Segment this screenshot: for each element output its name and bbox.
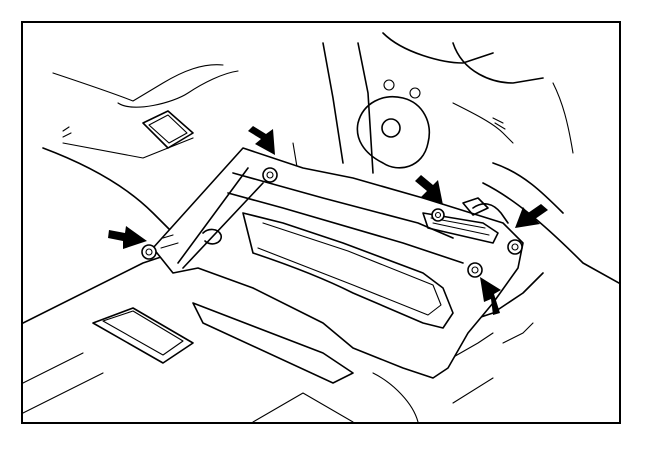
arrow-icon (515, 204, 548, 228)
bolt (467, 262, 483, 278)
pillar-line (382, 32, 544, 84)
body-contour-line (52, 64, 224, 102)
pillar-line (452, 102, 514, 144)
bolt (262, 167, 278, 183)
cover-plate (152, 147, 524, 379)
plate-raised-panel (242, 212, 454, 329)
access-hole-inner (148, 114, 188, 144)
plate-detail (160, 234, 179, 249)
body-contour-line (42, 147, 174, 234)
bracket-line (472, 203, 509, 224)
floor-channel (192, 302, 354, 384)
arrow-icon (415, 175, 443, 205)
bolt-center (434, 211, 442, 219)
floor-line (502, 322, 534, 344)
bolt-center (511, 243, 519, 251)
mount-hole (383, 79, 395, 91)
cover-plate-outline (152, 147, 524, 379)
body-detail (492, 117, 506, 130)
mount-bolt (381, 118, 401, 138)
body-structure (42, 32, 619, 284)
bolt (431, 208, 445, 222)
bolt-center (145, 248, 153, 256)
floor-line (23, 352, 354, 422)
floor-recess (92, 307, 194, 364)
bolt (507, 239, 523, 255)
floor-line (23, 252, 174, 324)
floor-recess-inner (102, 310, 184, 356)
floor-line (372, 372, 419, 422)
bolts (141, 167, 523, 278)
bolt-center (471, 266, 479, 274)
body-contour-line (117, 70, 239, 108)
mount-hole (409, 87, 421, 99)
arrow-icon (480, 277, 501, 315)
bracket-tab (462, 197, 489, 216)
arrow-icon (108, 226, 147, 249)
callout-arrows (108, 126, 548, 315)
arrow-icon (248, 126, 275, 155)
rail-line (492, 162, 564, 214)
rail-line (552, 82, 574, 154)
diagram-frame (21, 21, 621, 424)
bracket (422, 212, 499, 244)
plate-flange (177, 167, 264, 269)
body-detail (62, 126, 72, 138)
mount-boss (356, 96, 430, 169)
plate-hole (202, 228, 222, 245)
plate-panel-edge (257, 222, 442, 316)
body-contour-line (62, 137, 194, 159)
floor-panel-illustration (23, 32, 619, 422)
access-hole (142, 110, 194, 149)
bolt (141, 244, 157, 260)
pillar-line (322, 42, 374, 174)
bolt-center (266, 171, 274, 179)
